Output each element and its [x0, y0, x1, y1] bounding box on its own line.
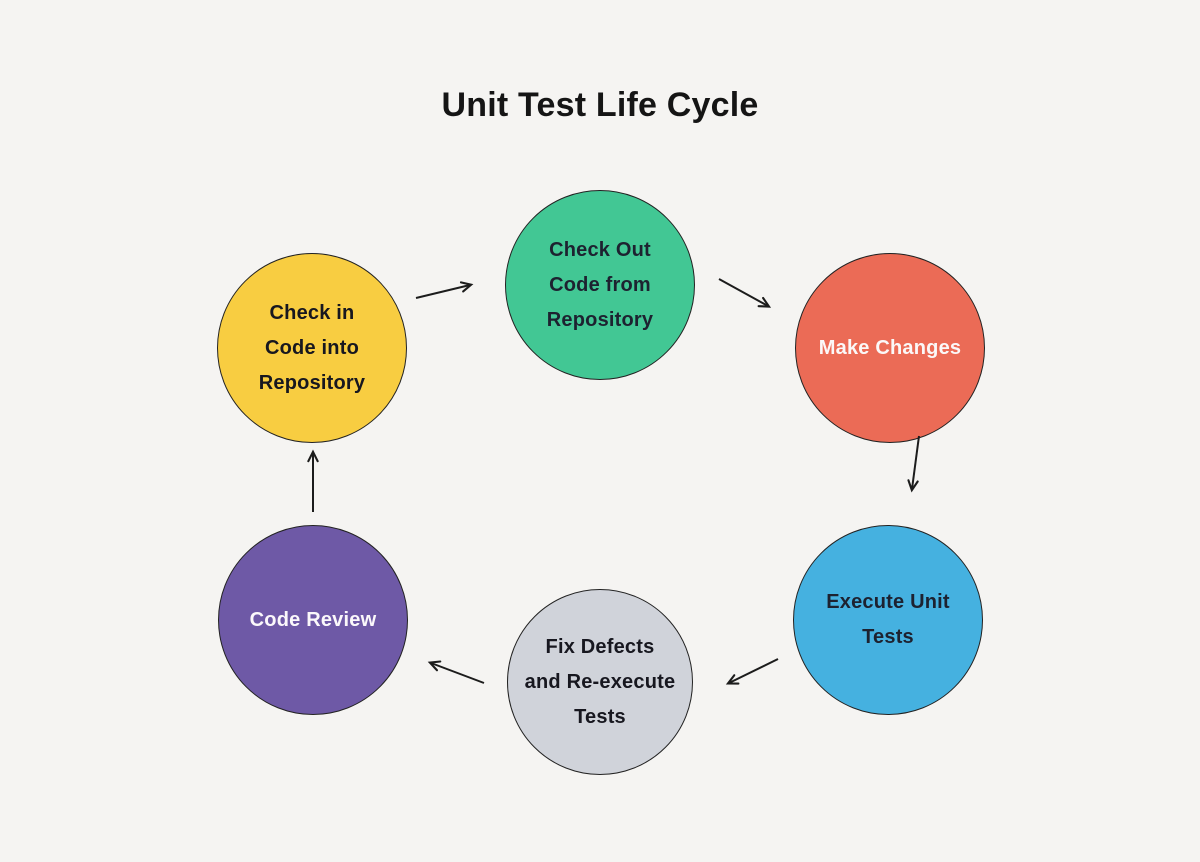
arrow-make-changes-to-execute-tests	[912, 435, 920, 489]
arrow-execute-tests-to-fix-defects	[729, 658, 779, 683]
node-check-in-code-label: Check in Code into Repository	[258, 301, 366, 394]
arrow-check-out-to-make-changes	[718, 278, 768, 306]
diagram-title: Unit Test Life Cycle	[441, 86, 759, 124]
node-execute-unit-tests-label: Execute Unit Tests	[826, 591, 950, 648]
node-execute-unit-tests: Execute Unit Tests	[793, 525, 983, 715]
node-make-changes-label: Make Changes	[818, 336, 962, 359]
arrow-check-in-to-check-out	[415, 285, 470, 299]
node-check-out-code-label: Check Out Code from Repository	[546, 238, 654, 331]
node-fix-defects-label: Fix Defects and Re-execute Tests	[524, 635, 676, 728]
node-code-review: Code Review	[218, 525, 408, 715]
node-code-review-label: Code Review	[249, 608, 377, 631]
arrow-fix-defects-to-code-review	[431, 663, 485, 684]
node-check-out-code: Check Out Code from Repository	[505, 190, 695, 380]
node-check-in-code: Check in Code into Repository	[217, 253, 407, 443]
node-make-changes: Make Changes	[795, 253, 985, 443]
node-fix-defects: Fix Defects and Re-execute Tests	[507, 589, 693, 775]
